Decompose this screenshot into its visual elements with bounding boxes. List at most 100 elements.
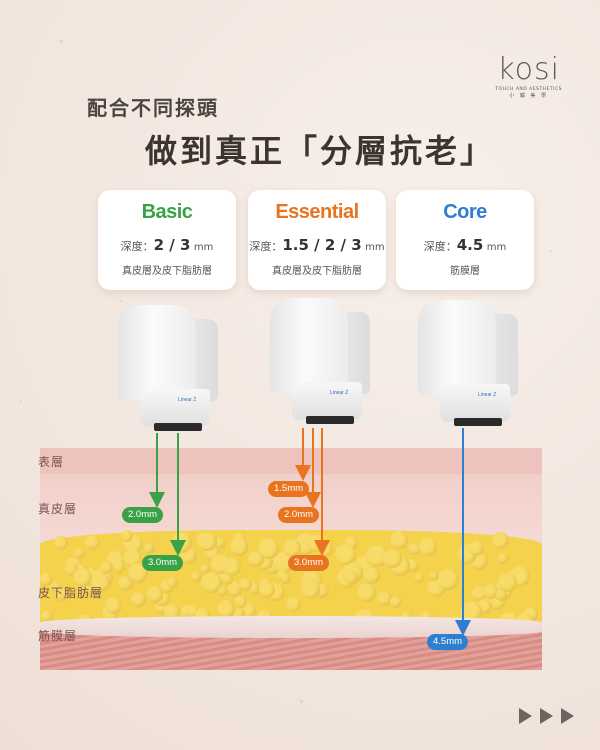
hifu-probe-basic: Linear Z — [118, 305, 228, 445]
fat-globule — [239, 578, 252, 592]
fat-globule — [233, 608, 245, 620]
fat-globule — [283, 538, 302, 557]
logo-chinese: 小 觸 美 學 — [509, 93, 549, 99]
depth-pill: 2.0mm — [278, 507, 320, 523]
background-speck — [550, 250, 552, 252]
fat-globule — [216, 600, 235, 619]
play-icon — [561, 708, 574, 724]
fat-globule — [41, 609, 54, 622]
fat-globule — [91, 573, 110, 592]
hifu-probe-core: Linear Z — [418, 300, 528, 440]
fat-globule — [84, 534, 101, 550]
fat-globule — [54, 587, 69, 601]
depth-pill: 4.5mm — [427, 634, 469, 650]
fat-globule — [218, 585, 229, 596]
fat-globule — [40, 572, 54, 587]
play-icon — [540, 708, 553, 724]
fat-globule — [419, 537, 438, 557]
fat-globule — [73, 567, 93, 587]
logo-wordmark: kosi — [497, 52, 560, 87]
fat-globule — [344, 570, 358, 585]
probe-brand-tag: Linear Z — [330, 390, 349, 396]
fat-globule — [117, 575, 134, 592]
depth-pill: 3.0mm — [288, 555, 330, 571]
probe-brand-tag: Linear Z — [178, 397, 197, 403]
fat-globule — [286, 596, 302, 612]
fat-globule — [226, 581, 242, 597]
fat-globule — [390, 531, 409, 550]
layer-label-dermis: 真皮層 — [38, 502, 78, 516]
depth-pill: 2.0mm — [122, 507, 164, 523]
fat-globule — [497, 572, 517, 592]
fat-globule — [301, 580, 320, 599]
probe-name: Essential — [275, 201, 359, 223]
fat-globule — [191, 571, 203, 583]
layer-label-epidermis: 表層 — [38, 455, 65, 469]
fat-globule — [146, 585, 164, 603]
fat-globule — [377, 591, 392, 607]
fat-globule — [234, 595, 248, 608]
fat-globule — [164, 604, 180, 620]
background-speck — [120, 300, 122, 302]
background-speck — [20, 400, 22, 402]
fat-globule — [366, 544, 388, 567]
fat-globule — [414, 572, 425, 583]
fat-globule — [390, 596, 402, 609]
probe-card-basic: Basic 深度：2 / 3 mm 真皮層及皮下脂肪層 — [98, 190, 236, 290]
fat-globule — [259, 582, 276, 599]
fat-globule — [258, 538, 279, 559]
probe-depth: 深度：4.5 mm — [423, 236, 507, 254]
fat-globule — [222, 574, 234, 585]
layer-label-fascia: 筋膜層 — [38, 629, 78, 643]
layer-label-fat: 皮下脂肪層 — [38, 586, 104, 600]
fat-globule — [230, 538, 248, 556]
background-speck — [60, 40, 63, 43]
fat-globule — [198, 532, 218, 552]
probe-depth: 深度：1.5 / 2 / 3 mm — [249, 236, 385, 254]
brand-logo: kosi TOUCH AND AESTHETICS 小 觸 美 學 — [495, 52, 562, 100]
probe-name: Basic — [141, 201, 193, 223]
probe-name: Core — [443, 201, 487, 223]
probe-target-layer: 真皮層及皮下脂肪層 — [272, 266, 362, 277]
fat-globule — [498, 552, 510, 564]
fat-globule — [144, 542, 156, 554]
probe-brand-tag: Linear Z — [478, 392, 497, 398]
fascia-layer — [40, 616, 542, 638]
hifu-probe-essential: Linear Z — [270, 298, 380, 438]
fat-globule — [429, 570, 440, 581]
logo-tagline: TOUCH AND AESTHETICS — [495, 87, 562, 92]
depth-pill: 1.5mm — [268, 481, 310, 497]
epidermis-layer — [40, 448, 542, 474]
fat-globule — [281, 573, 292, 584]
fat-globule — [437, 569, 459, 591]
background-speck — [300, 700, 303, 703]
fat-globule — [105, 597, 123, 615]
play-icon — [519, 708, 532, 724]
fat-globule — [468, 540, 485, 556]
fat-globule — [356, 582, 376, 602]
fat-globule — [200, 571, 223, 594]
fat-globule — [53, 535, 68, 550]
fat-layer — [40, 530, 542, 641]
page-title: 做到真正「分層抗老」 — [145, 132, 496, 170]
fat-globule — [334, 543, 357, 565]
fat-globule — [383, 549, 403, 569]
fat-globule — [123, 549, 142, 568]
probe-card-essential: Essential 深度：1.5 / 2 / 3 mm 真皮層及皮下脂肪層 — [248, 190, 386, 290]
probe-card-core: Core 深度：4.5 mm 筋膜層 — [396, 190, 534, 290]
probe-depth: 深度：2 / 3 mm — [120, 236, 214, 254]
fat-globule — [492, 531, 510, 549]
fat-globule — [223, 558, 242, 576]
fat-globule — [100, 560, 114, 574]
fat-globule — [407, 542, 421, 556]
fat-globule — [247, 551, 264, 568]
fat-globule — [200, 563, 211, 575]
fat-globule — [167, 577, 178, 588]
fat-globule — [121, 530, 134, 542]
next-page-arrows[interactable] — [519, 708, 574, 724]
fat-globule — [112, 561, 125, 573]
fat-globule — [495, 588, 508, 601]
probe-target-layer: 真皮層及皮下脂肪層 — [122, 266, 212, 277]
